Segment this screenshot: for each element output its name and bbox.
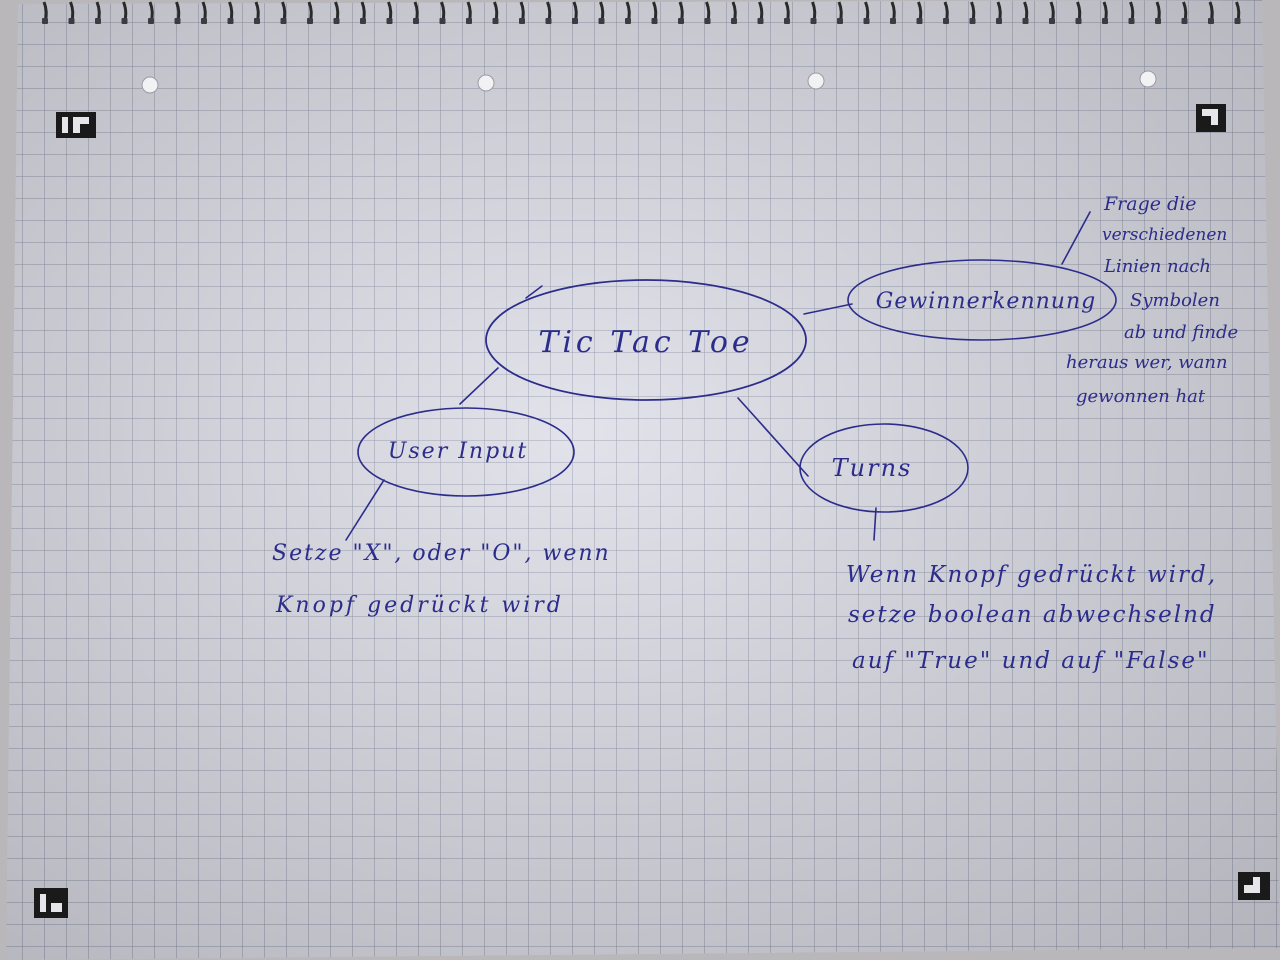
spiral-hole	[95, 18, 101, 24]
node-user-input: User Input	[357, 407, 575, 497]
corner-marker-top-left	[56, 112, 96, 138]
spiral-hole	[704, 18, 711, 24]
spiral-hole	[42, 18, 48, 24]
punch-hole-row	[141, 70, 1157, 94]
note-turns: Wenn Knopf gedrückt wird, setze boolean …	[846, 562, 1217, 674]
node-turns-label: Turns	[832, 454, 913, 482]
node-gewinner: Gewinnerkennung	[847, 259, 1117, 341]
connector-turns-note	[873, 507, 877, 541]
spiral-hole	[333, 18, 340, 24]
node-gewinner-label: Gewinnerkennung	[876, 289, 1096, 314]
connector-userinput-note	[345, 479, 385, 541]
node-center: Tic Tac Toe	[485, 279, 807, 401]
note-user-input-line: Knopf gedrückt wird	[275, 593, 564, 618]
spiral-hole	[148, 18, 154, 24]
punch-hole	[141, 76, 159, 94]
spiral-hole	[1102, 18, 1108, 24]
spiral-hole	[837, 18, 843, 24]
punch-hole	[1139, 70, 1157, 88]
spiral-hole	[466, 18, 472, 24]
connector-center-userinput	[459, 367, 499, 405]
punch-hole	[807, 72, 825, 90]
corner-marker-bottom-right	[1238, 872, 1270, 900]
spiral-hole	[810, 18, 817, 24]
spiral-hole	[598, 18, 605, 24]
connector-lines	[345, 211, 1091, 541]
spiral-hole	[519, 18, 525, 24]
spiral-hole	[307, 18, 313, 24]
punch-hole	[477, 74, 495, 92]
spiral-hole	[943, 18, 949, 24]
spiral-hole	[1049, 18, 1055, 24]
spiral-hole	[757, 18, 764, 24]
note-user-input-line: Setze "X", oder "O", wenn	[272, 541, 611, 566]
spiral-hole	[280, 18, 287, 24]
spiral-hole	[890, 18, 896, 24]
spiral-hole	[1208, 18, 1214, 24]
spiral-hole	[1181, 18, 1188, 24]
spiral-hole	[996, 18, 1002, 24]
spiral-hole	[731, 18, 737, 24]
spiral-hole	[784, 18, 790, 24]
spiral-hole	[969, 18, 976, 24]
connector-gewinner-note	[1061, 211, 1091, 265]
spiral-hole	[1075, 18, 1082, 24]
note-gewinner-line: Frage die	[1103, 193, 1197, 215]
spiral-hole	[625, 18, 631, 24]
spiral-hole	[572, 18, 578, 24]
spiral-hole	[678, 18, 684, 24]
node-center-label: Tic Tac Toe	[538, 325, 753, 360]
spiral-binding	[42, 1, 1241, 24]
spiral-hole	[916, 18, 923, 24]
spiral-hole	[863, 18, 870, 24]
spiral-hole	[360, 18, 366, 24]
note-gewinner-line: verschiedenen	[1102, 225, 1227, 245]
note-gewinner-line: Linien nach	[1103, 256, 1211, 277]
corner-marker-top-right	[1196, 104, 1226, 132]
note-gewinner-line: gewonnen hat	[1076, 386, 1206, 407]
note-gewinner-line: ab und finde	[1124, 322, 1238, 343]
node-turns: Turns	[799, 423, 969, 513]
note-turns-line: setze boolean abwechselnd	[848, 602, 1217, 628]
spiral-hole	[1155, 18, 1161, 24]
spiral-hole	[1234, 18, 1241, 24]
note-turns-line: Wenn Knopf gedrückt wird,	[846, 562, 1217, 588]
connector-center-turns	[737, 397, 809, 477]
spiral-hole	[201, 18, 207, 24]
spiral-hole	[174, 18, 181, 24]
note-gewinner-line: Symbolen	[1130, 290, 1220, 311]
spiral-hole	[1128, 18, 1135, 24]
paper-sheet	[6, 0, 1280, 960]
spiral-hole	[121, 18, 128, 24]
note-user-input: Setze "X", oder "O", wenn Knopf gedrückt…	[272, 541, 611, 618]
spiral-hole	[545, 18, 552, 24]
spiral-hole	[439, 18, 446, 24]
connector-center-gewinner	[803, 303, 853, 315]
corner-marker-bottom-left	[34, 888, 68, 918]
note-gewinner-line: heraus wer, wann	[1066, 352, 1228, 373]
spiral-hole	[68, 18, 75, 24]
spiral-hole	[1022, 18, 1029, 24]
node-user-input-label: User Input	[388, 439, 528, 464]
spiral-hole	[254, 18, 260, 24]
note-turns-line: auf "True" und auf "False"	[852, 648, 1210, 674]
spiral-hole	[413, 18, 419, 24]
spiral-hole	[492, 18, 499, 24]
note-gewinner: Frage die verschiedenen Linien nach Symb…	[1066, 193, 1238, 407]
spiral-hole	[227, 18, 234, 24]
spiral-hole	[386, 18, 393, 24]
spiral-hole	[651, 18, 658, 24]
